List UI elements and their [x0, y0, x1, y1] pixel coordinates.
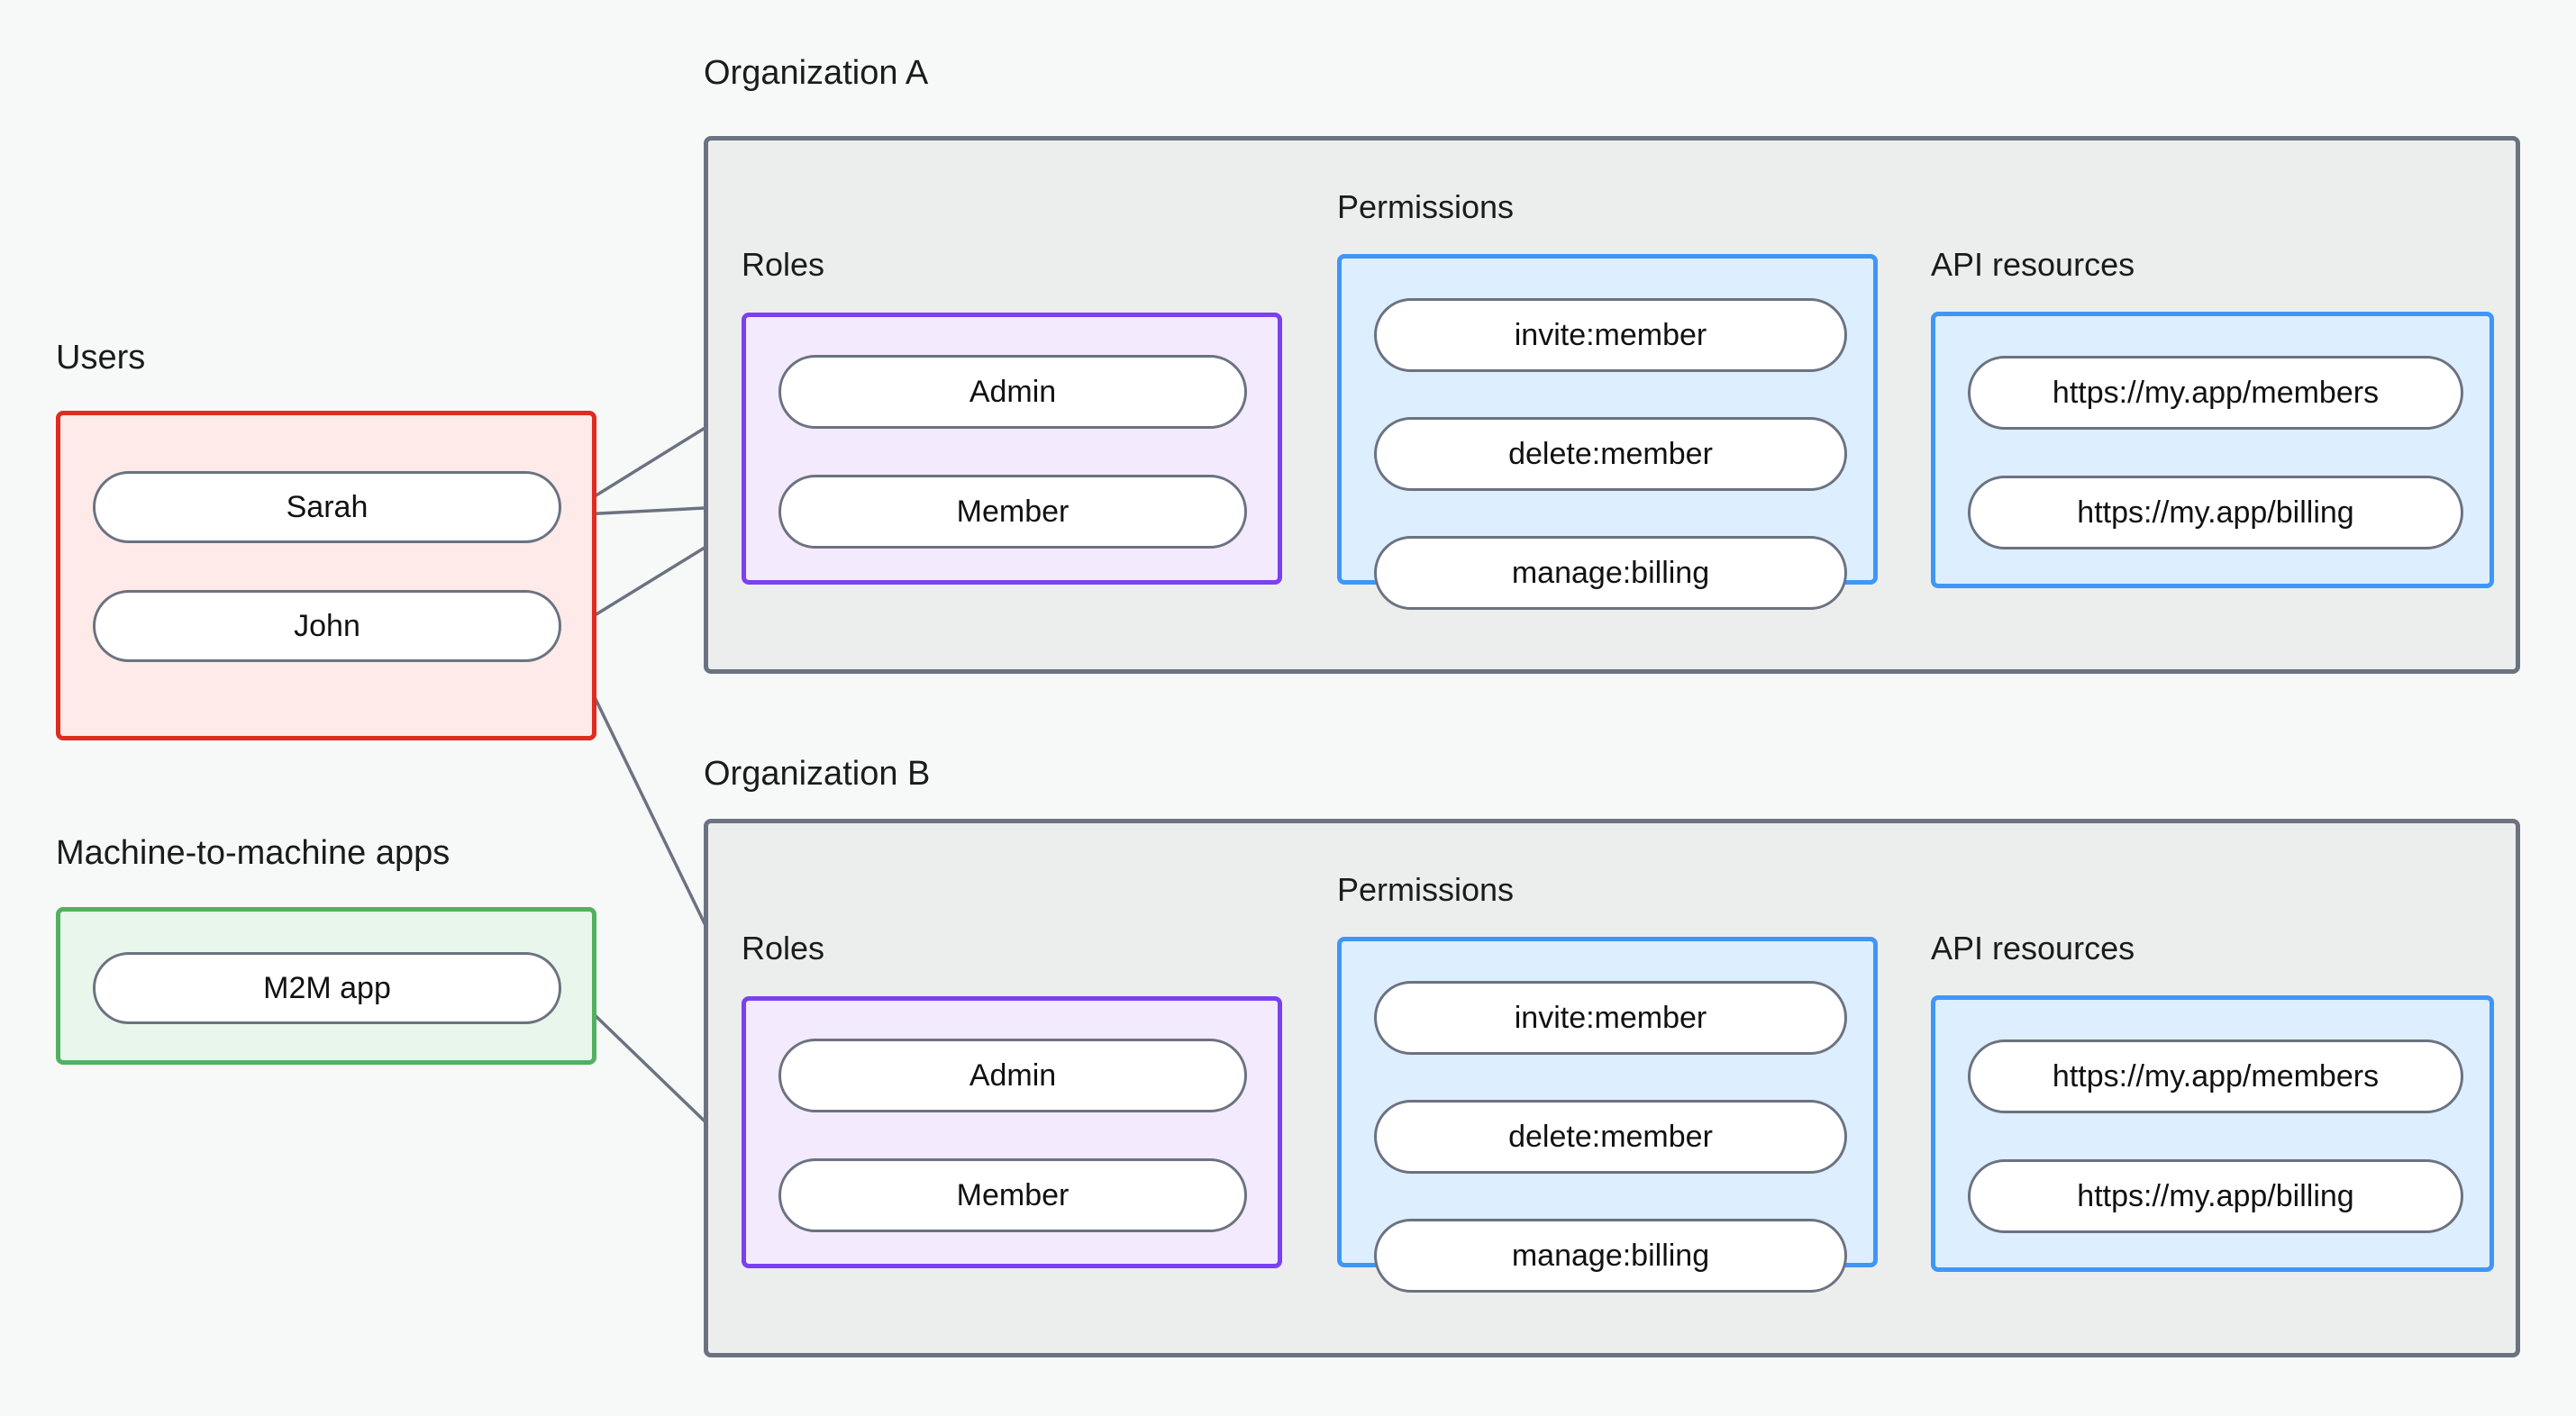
permissions-a-label: Permissions — [1337, 188, 1515, 225]
permission-pill-delete-a[interactable]: delete:member — [1374, 417, 1847, 491]
organization-b-label: Organization B — [704, 755, 931, 793]
permission-pill-invite-a[interactable]: invite:member — [1374, 298, 1847, 372]
permissions-b-box: invite:member delete:member manage:billi… — [1337, 937, 1878, 1293]
permission-pill-manage-b[interactable]: manage:billing — [1374, 1219, 1847, 1293]
permission-pill-manage-a[interactable]: manage:billing — [1374, 536, 1847, 610]
roles-b-label: Roles — [742, 930, 825, 967]
users-group-box: Sarah John — [56, 411, 596, 740]
role-pill-member-a[interactable]: Member — [778, 475, 1247, 549]
roles-a-label: Roles — [742, 246, 825, 283]
api-resources-a-label: API resources — [1931, 246, 2135, 283]
user-pill-john[interactable]: John — [93, 590, 561, 662]
m2m-group-label: Machine-to-machine apps — [56, 834, 451, 872]
api-pill-billing-a[interactable]: https://my.app/billing — [1968, 476, 2463, 549]
api-resources-b-label: API resources — [1931, 930, 2135, 967]
permission-pill-delete-b[interactable]: delete:member — [1374, 1100, 1847, 1174]
m2m-group-box: M2M app — [56, 907, 596, 1065]
users-group-label: Users — [56, 339, 146, 377]
m2m-pill-app[interactable]: M2M app — [93, 952, 561, 1024]
api-resources-b-box: https://my.app/members https://my.app/bi… — [1931, 995, 2494, 1272]
role-pill-admin-b[interactable]: Admin — [778, 1039, 1247, 1112]
role-pill-admin-a[interactable]: Admin — [778, 355, 1247, 429]
permissions-a-box: invite:member delete:member manage:billi… — [1337, 254, 1878, 610]
roles-b-box: Admin Member — [742, 996, 1282, 1268]
organization-a-label: Organization A — [704, 54, 929, 92]
api-pill-billing-b[interactable]: https://my.app/billing — [1968, 1159, 2463, 1233]
api-pill-members-b[interactable]: https://my.app/members — [1968, 1039, 2463, 1113]
organization-b-box: Roles Admin Member Permissions invite:me… — [704, 819, 2520, 1357]
permissions-b-label: Permissions — [1337, 871, 1515, 908]
organization-a-box: Roles Admin Member Permissions invite:me… — [704, 136, 2520, 674]
roles-a-box: Admin Member — [742, 313, 1282, 585]
api-resources-a-box: https://my.app/members https://my.app/bi… — [1931, 312, 2494, 588]
api-pill-members-a[interactable]: https://my.app/members — [1968, 356, 2463, 430]
permission-pill-invite-b[interactable]: invite:member — [1374, 981, 1847, 1055]
role-pill-member-b[interactable]: Member — [778, 1158, 1247, 1232]
user-pill-sarah[interactable]: Sarah — [93, 471, 561, 543]
